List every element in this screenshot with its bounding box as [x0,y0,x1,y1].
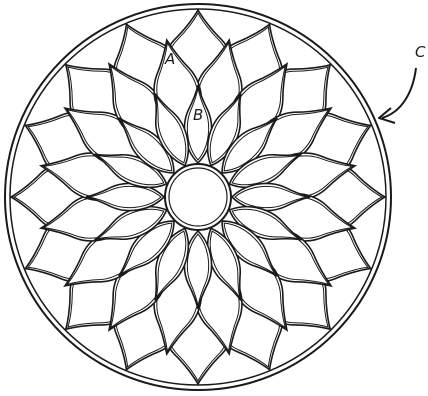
center-hub [165,164,231,230]
label-a: A [164,50,175,68]
label-b: B [193,106,203,124]
label-c: C [415,43,426,61]
